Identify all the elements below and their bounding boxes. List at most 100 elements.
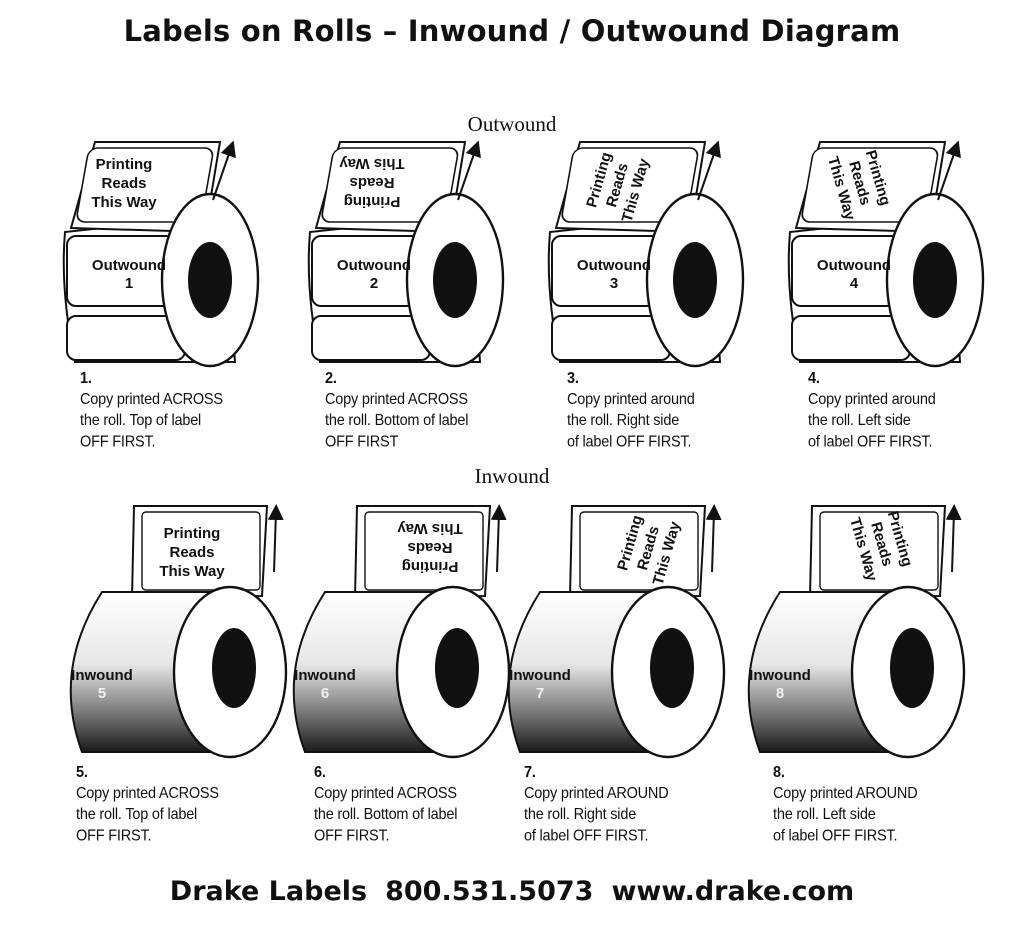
caption-roll-5: 5. Copy printed ACROSS the roll. Top of la…: [76, 762, 306, 847]
caption-line: the roll. Top of label: [76, 806, 198, 824]
caption-number: 1.: [80, 370, 92, 388]
roll-core: [913, 242, 957, 318]
roll-number-label: 6: [321, 685, 329, 702]
direction-arrow: [937, 140, 961, 201]
roll-core: [650, 628, 694, 708]
print-text-printing: Printing: [344, 193, 401, 210]
caption-line: the roll. Left side: [773, 806, 876, 824]
unrolled-label: [76, 147, 214, 223]
caption-line: the roll. Left side: [808, 412, 911, 430]
roll-core: [188, 242, 232, 318]
caption-number: 7.: [524, 764, 536, 782]
roll-number-label: 7: [536, 685, 544, 702]
caption-number: 2.: [325, 370, 337, 388]
caption-roll-8: 8. Copy printed AROUND the roll. Left side…: [773, 762, 1003, 847]
caption-number: 4.: [808, 370, 820, 388]
roll-number-label: 2: [370, 275, 378, 292]
caption-line: the roll. Bottom of label: [325, 412, 469, 430]
caption-line: OFF FIRST.: [314, 827, 390, 845]
caption-line: Copy printed around: [808, 391, 936, 409]
caption-line: of label OFF FIRST.: [773, 827, 898, 845]
caption-number: 8.: [773, 764, 785, 782]
section-heading-outwound: Outwound: [467, 112, 557, 136]
footer-website[interactable]: www.drake.com: [611, 876, 855, 907]
caption-line: the roll. Top of label: [80, 412, 202, 430]
caption-line: the roll. Right side: [567, 412, 680, 430]
print-text-this-way: This Way: [339, 155, 405, 172]
caption-line: Copy printed AROUND: [773, 785, 918, 803]
print-text-reads: Reads: [407, 539, 452, 556]
print-direction-label: Printing Reads This Way: [339, 155, 405, 210]
roll-type-label: Inwound: [71, 667, 133, 684]
roll-type-label: Outwound: [92, 257, 166, 274]
caption-line: of label OFF FIRST.: [808, 433, 933, 451]
unrolled-label: [561, 147, 699, 223]
caption-roll-4: 4. Copy printed around the roll. Left side…: [808, 368, 1024, 453]
direction-arrow: [705, 504, 722, 573]
direction-arrow: [267, 504, 284, 573]
direction-arrow: [490, 504, 507, 573]
print-text-reads: Reads: [349, 174, 394, 191]
direction-arrow: [697, 140, 721, 201]
roll-core: [212, 628, 256, 708]
footer-company: Drake Labels: [169, 876, 368, 907]
roll-type-label: Outwound: [817, 257, 891, 274]
caption-line: Copy printed ACROSS: [80, 391, 223, 409]
roll-number-label: 8: [776, 685, 784, 702]
unrolled-label: [141, 511, 261, 591]
unrolled-label: [801, 147, 939, 223]
section-heading-inwound: Inwound: [474, 464, 550, 488]
direction-arrow: [945, 504, 962, 573]
roll-type-label: Outwound: [577, 257, 651, 274]
caption-line: the roll. Right side: [524, 806, 637, 824]
roll-core: [890, 628, 934, 708]
caption-roll-3: 3. Copy printed around the roll. Right sid…: [567, 368, 797, 453]
unrolled-label: [819, 511, 939, 591]
roll-type-label: Inwound: [294, 667, 356, 684]
caption-number: 6.: [314, 764, 326, 782]
print-text-printing: Printing: [96, 156, 153, 173]
print-text-printing: Printing: [402, 558, 459, 575]
caption-line: OFF FIRST.: [80, 433, 156, 451]
print-text-this-way: This Way: [91, 194, 157, 211]
print-text-reads: Reads: [169, 544, 214, 561]
roll-number-label: 3: [610, 275, 618, 292]
roll-number-label: 5: [98, 685, 106, 702]
caption-line: OFF FIRST.: [76, 827, 152, 845]
roll-type-label: Inwound: [509, 667, 571, 684]
caption-line: of label OFF FIRST.: [524, 827, 649, 845]
roll-core: [433, 242, 477, 318]
print-text-this-way: This Way: [159, 563, 225, 580]
caption-line: OFF FIRST: [325, 433, 399, 451]
caption-line: Copy printed around: [567, 391, 695, 409]
roll-core: [435, 628, 479, 708]
caption-number: 3.: [567, 370, 579, 388]
roll-number-label: 1: [125, 275, 133, 292]
unrolled-label: [321, 147, 459, 223]
caption-line: of label OFF FIRST.: [567, 433, 692, 451]
caption-number: 5.: [76, 764, 88, 782]
roll-core: [673, 242, 717, 318]
caption-line: Copy printed ACROSS: [314, 785, 457, 803]
page-title: Labels on Rolls – Inwound / Outwound Dia…: [123, 14, 901, 48]
roll-type-label: Outwound: [337, 257, 411, 274]
unrolled-label: [364, 511, 484, 591]
caption-line: Copy printed AROUND: [524, 785, 669, 803]
print-text-reads: Reads: [101, 175, 146, 192]
roll-type-label: Inwound: [749, 667, 811, 684]
caption-line: Copy printed ACROSS: [76, 785, 219, 803]
